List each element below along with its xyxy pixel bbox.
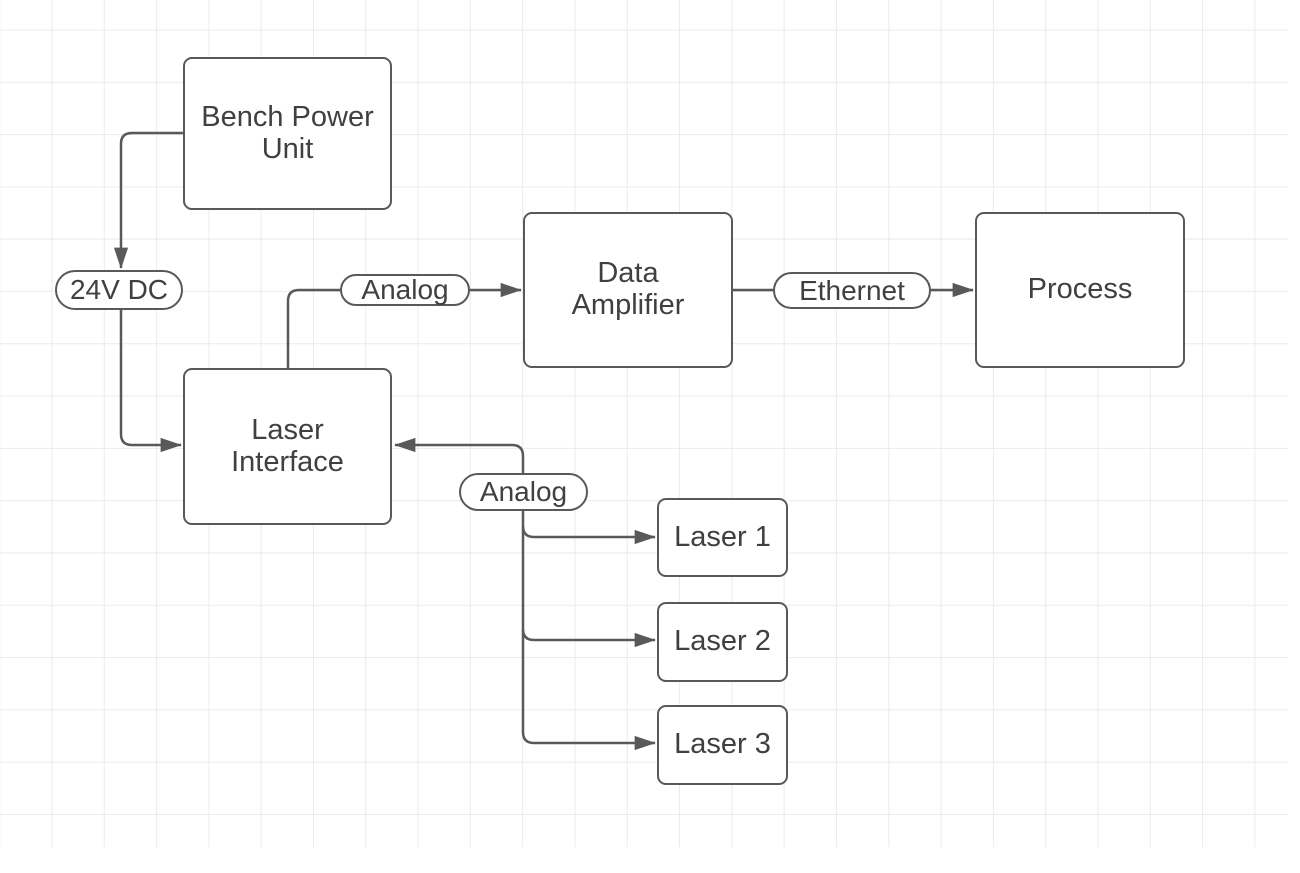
node-data-amplifier-label: Data Amplifier	[571, 257, 685, 321]
edge-label-analog-top-text: Analog	[361, 274, 449, 305]
connector-analog-bus-trunk[interactable]	[394, 437, 656, 751]
node-bench-power-unit[interactable]: Bench Power Unit	[183, 57, 392, 210]
node-bench-power-unit-label: Bench Power Unit	[201, 100, 374, 165]
edge-label-ethernet-text: Ethernet	[799, 274, 905, 306]
node-laser-interface[interactable]: Laser Interface	[183, 368, 392, 525]
edge-label-analog-bottom[interactable]: Analog	[459, 473, 588, 511]
connector-24vdc-to-laser-interface[interactable]	[119, 310, 182, 453]
node-data-amplifier[interactable]: Data Amplifier	[523, 212, 733, 368]
node-laser-1[interactable]: Laser 1	[657, 498, 788, 577]
node-laser-interface-label: Laser Interface	[231, 413, 344, 478]
connector-bench-power-to-24vdc[interactable]	[113, 131, 183, 269]
node-process[interactable]: Process	[975, 212, 1185, 368]
connector-analog-bus-to-laser-2[interactable]	[521, 628, 656, 648]
edge-label-analog-bottom-text: Analog	[479, 476, 568, 507]
node-laser-2[interactable]: Laser 2	[657, 602, 788, 682]
node-process-label: Process	[1027, 273, 1133, 306]
node-laser-3[interactable]: Laser 3	[657, 705, 788, 785]
connector-analog-bus-to-laser-1[interactable]	[521, 525, 656, 545]
edge-label-24v-dc-text: 24V DC	[69, 274, 169, 305]
connector-laser-interface-to-data-amplifier[interactable]	[286, 282, 522, 368]
edge-label-analog-top[interactable]: Analog	[340, 274, 470, 306]
edge-label-24v-dc[interactable]: 24V DC	[55, 270, 183, 310]
edge-label-ethernet[interactable]: Ethernet	[773, 272, 931, 309]
node-laser-2-label: Laser 2	[674, 625, 771, 658]
node-laser-3-label: Laser 3	[674, 728, 771, 761]
node-laser-1-label: Laser 1	[674, 520, 771, 553]
